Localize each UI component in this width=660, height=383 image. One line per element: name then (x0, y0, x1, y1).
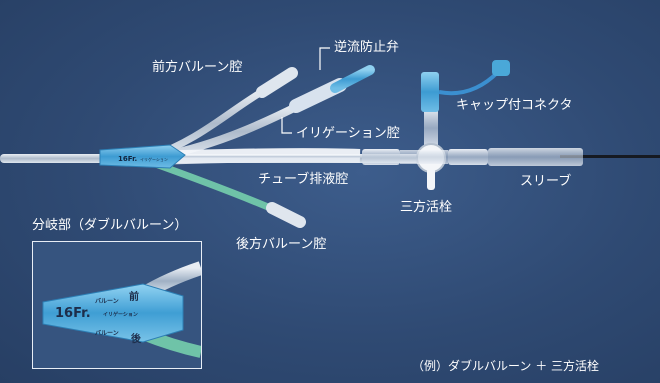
rear-balloon-label: 後方バルーン腔 (236, 237, 327, 252)
inset-size-text: 16Fr. (55, 306, 91, 321)
cap-connector-body (421, 72, 439, 112)
hub-size-text: 16Fr. (118, 155, 137, 163)
cap-strap (438, 70, 500, 96)
inset-balloon-text: バルーン (95, 298, 119, 305)
three-way-label: 三方活栓 (400, 200, 453, 215)
branch-inset: バルーン 前 16Fr. イリゲーション バルーン 後 (32, 241, 202, 369)
rear-balloon-connector (266, 202, 306, 228)
front-balloon-connector (256, 67, 298, 98)
sleeve (488, 148, 583, 166)
inset-irrigation-text: イリゲーション (103, 312, 138, 318)
rear-balloon-tube (146, 158, 279, 214)
inset-front-char: 前 (129, 292, 139, 303)
drain-connector-1 (362, 149, 400, 165)
caption: （例）ダブルバルーン ＋ 三方活栓 (412, 359, 600, 373)
check-valve-blue (330, 65, 375, 93)
inset-hub (42, 283, 184, 343)
irrigation-label: イリゲーション腔 (296, 126, 400, 141)
irrigation-callout (281, 117, 292, 134)
stopcock-handle (427, 168, 435, 190)
check-valve-label: 逆流防止弁 (334, 40, 400, 55)
branch-title: 分岐部（ダブルバルーン） (32, 218, 188, 233)
cap-cap (492, 60, 510, 76)
drain-connector-2 (448, 149, 488, 165)
hub-irrigation-text: イリゲーション (140, 156, 168, 162)
check-valve-callout (319, 47, 330, 70)
branch-inset-illustration (33, 261, 201, 358)
stopcock-horizontal (400, 150, 448, 164)
tube-drain-label: チューブ排液腔 (258, 172, 349, 187)
cap-connector-label: キャップ付コネクタ (456, 98, 573, 113)
stopcock-vertical (424, 108, 438, 148)
sleeve-label: スリーブ (520, 174, 572, 189)
guide-wire (560, 155, 660, 158)
inset-rear-char: 後 (131, 334, 141, 345)
inset-rear-balloon-text: バルーン (95, 330, 119, 337)
front-balloon-label: 前方バルーン腔 (152, 60, 243, 75)
y-hub (99, 144, 186, 169)
